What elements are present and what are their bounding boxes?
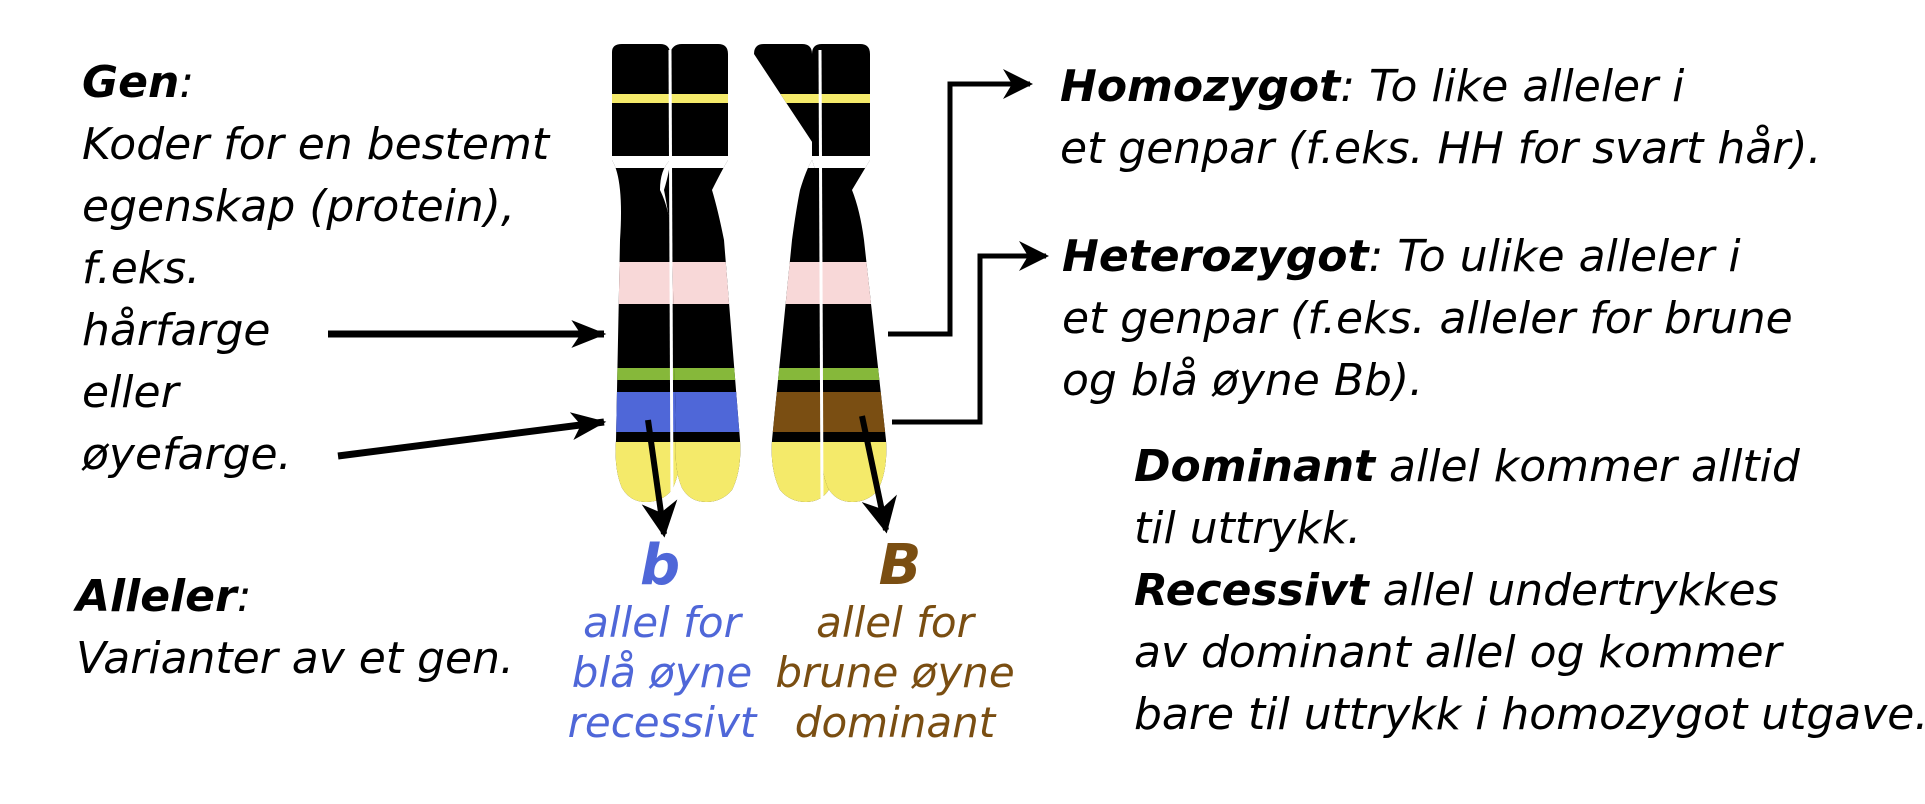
band-green: [612, 368, 681, 380]
arrow-gen-eyecolor: [337, 412, 607, 460]
heterozygot-line-2: et genpar (f.eks. alleler for brune: [1062, 293, 1793, 344]
heterozygot-term: Heterozygot: [1062, 231, 1369, 282]
homozygot-definition: Homozygot: To like alleler i et genpar (…: [1060, 56, 1821, 180]
recessive-term: Recessivt: [1134, 565, 1369, 616]
gen-term: Gen: [82, 57, 180, 108]
allele-B-description: allel for brune øyne dominant: [775, 598, 1015, 747]
homozygot-line-2: et genpar (f.eks. HH for svart hår).: [1060, 123, 1822, 174]
heterozygot-line-3: og blå øyne Bb).: [1062, 355, 1424, 406]
gen-line-1: Koder for en bestemt: [82, 119, 550, 170]
band-yellow: [612, 94, 681, 103]
dominant-term: Dominant: [1134, 441, 1376, 492]
gen-line-6: øyefarge.: [82, 429, 292, 480]
gen-line-5: eller: [82, 367, 179, 418]
gen-line-2: egenskap (protein),: [82, 181, 515, 232]
gen-line-3: f.eks.: [82, 243, 201, 294]
homozygot-term: Homozygot: [1060, 61, 1341, 112]
chromatid-divider-left: [668, 49, 674, 499]
allele-b-letter: b: [639, 533, 681, 598]
band-pink: [612, 262, 681, 304]
recessive-line-2: av dominant allel og kommer: [1134, 627, 1782, 678]
chromatid-divider-right: [818, 49, 824, 499]
alleler-line: Varianter av et gen.: [76, 633, 514, 684]
allele-B-letter: B: [878, 533, 922, 598]
alleler-definition: Alleler: Varianter av et gen.: [76, 566, 514, 690]
arrow-to-allele-b: [641, 419, 678, 538]
dominant-line-2: til uttrykk.: [1134, 503, 1362, 554]
arrow-homozygot: [888, 69, 1033, 337]
band-white: [612, 156, 681, 168]
arrow-heterozygot: [892, 241, 1049, 425]
arrow-to-allele-B: [859, 415, 897, 534]
gen-line-4: hårfarge: [82, 305, 271, 356]
recessive-line-3: bare til uttrykk i homozygot utgave.: [1134, 689, 1925, 740]
heterozygot-definition: Heterozygot: To ulike alleler i et genpa…: [1062, 226, 1793, 412]
alleler-term: Alleler: [76, 571, 237, 622]
allele-b-description: allel for blå øyne recessivt: [567, 598, 757, 747]
gen-definition: Gen: Koder for en bestemt egenskap (prot…: [82, 52, 549, 486]
dominance-definition: Dominant allel kommer alltid til uttrykk…: [1134, 436, 1925, 746]
